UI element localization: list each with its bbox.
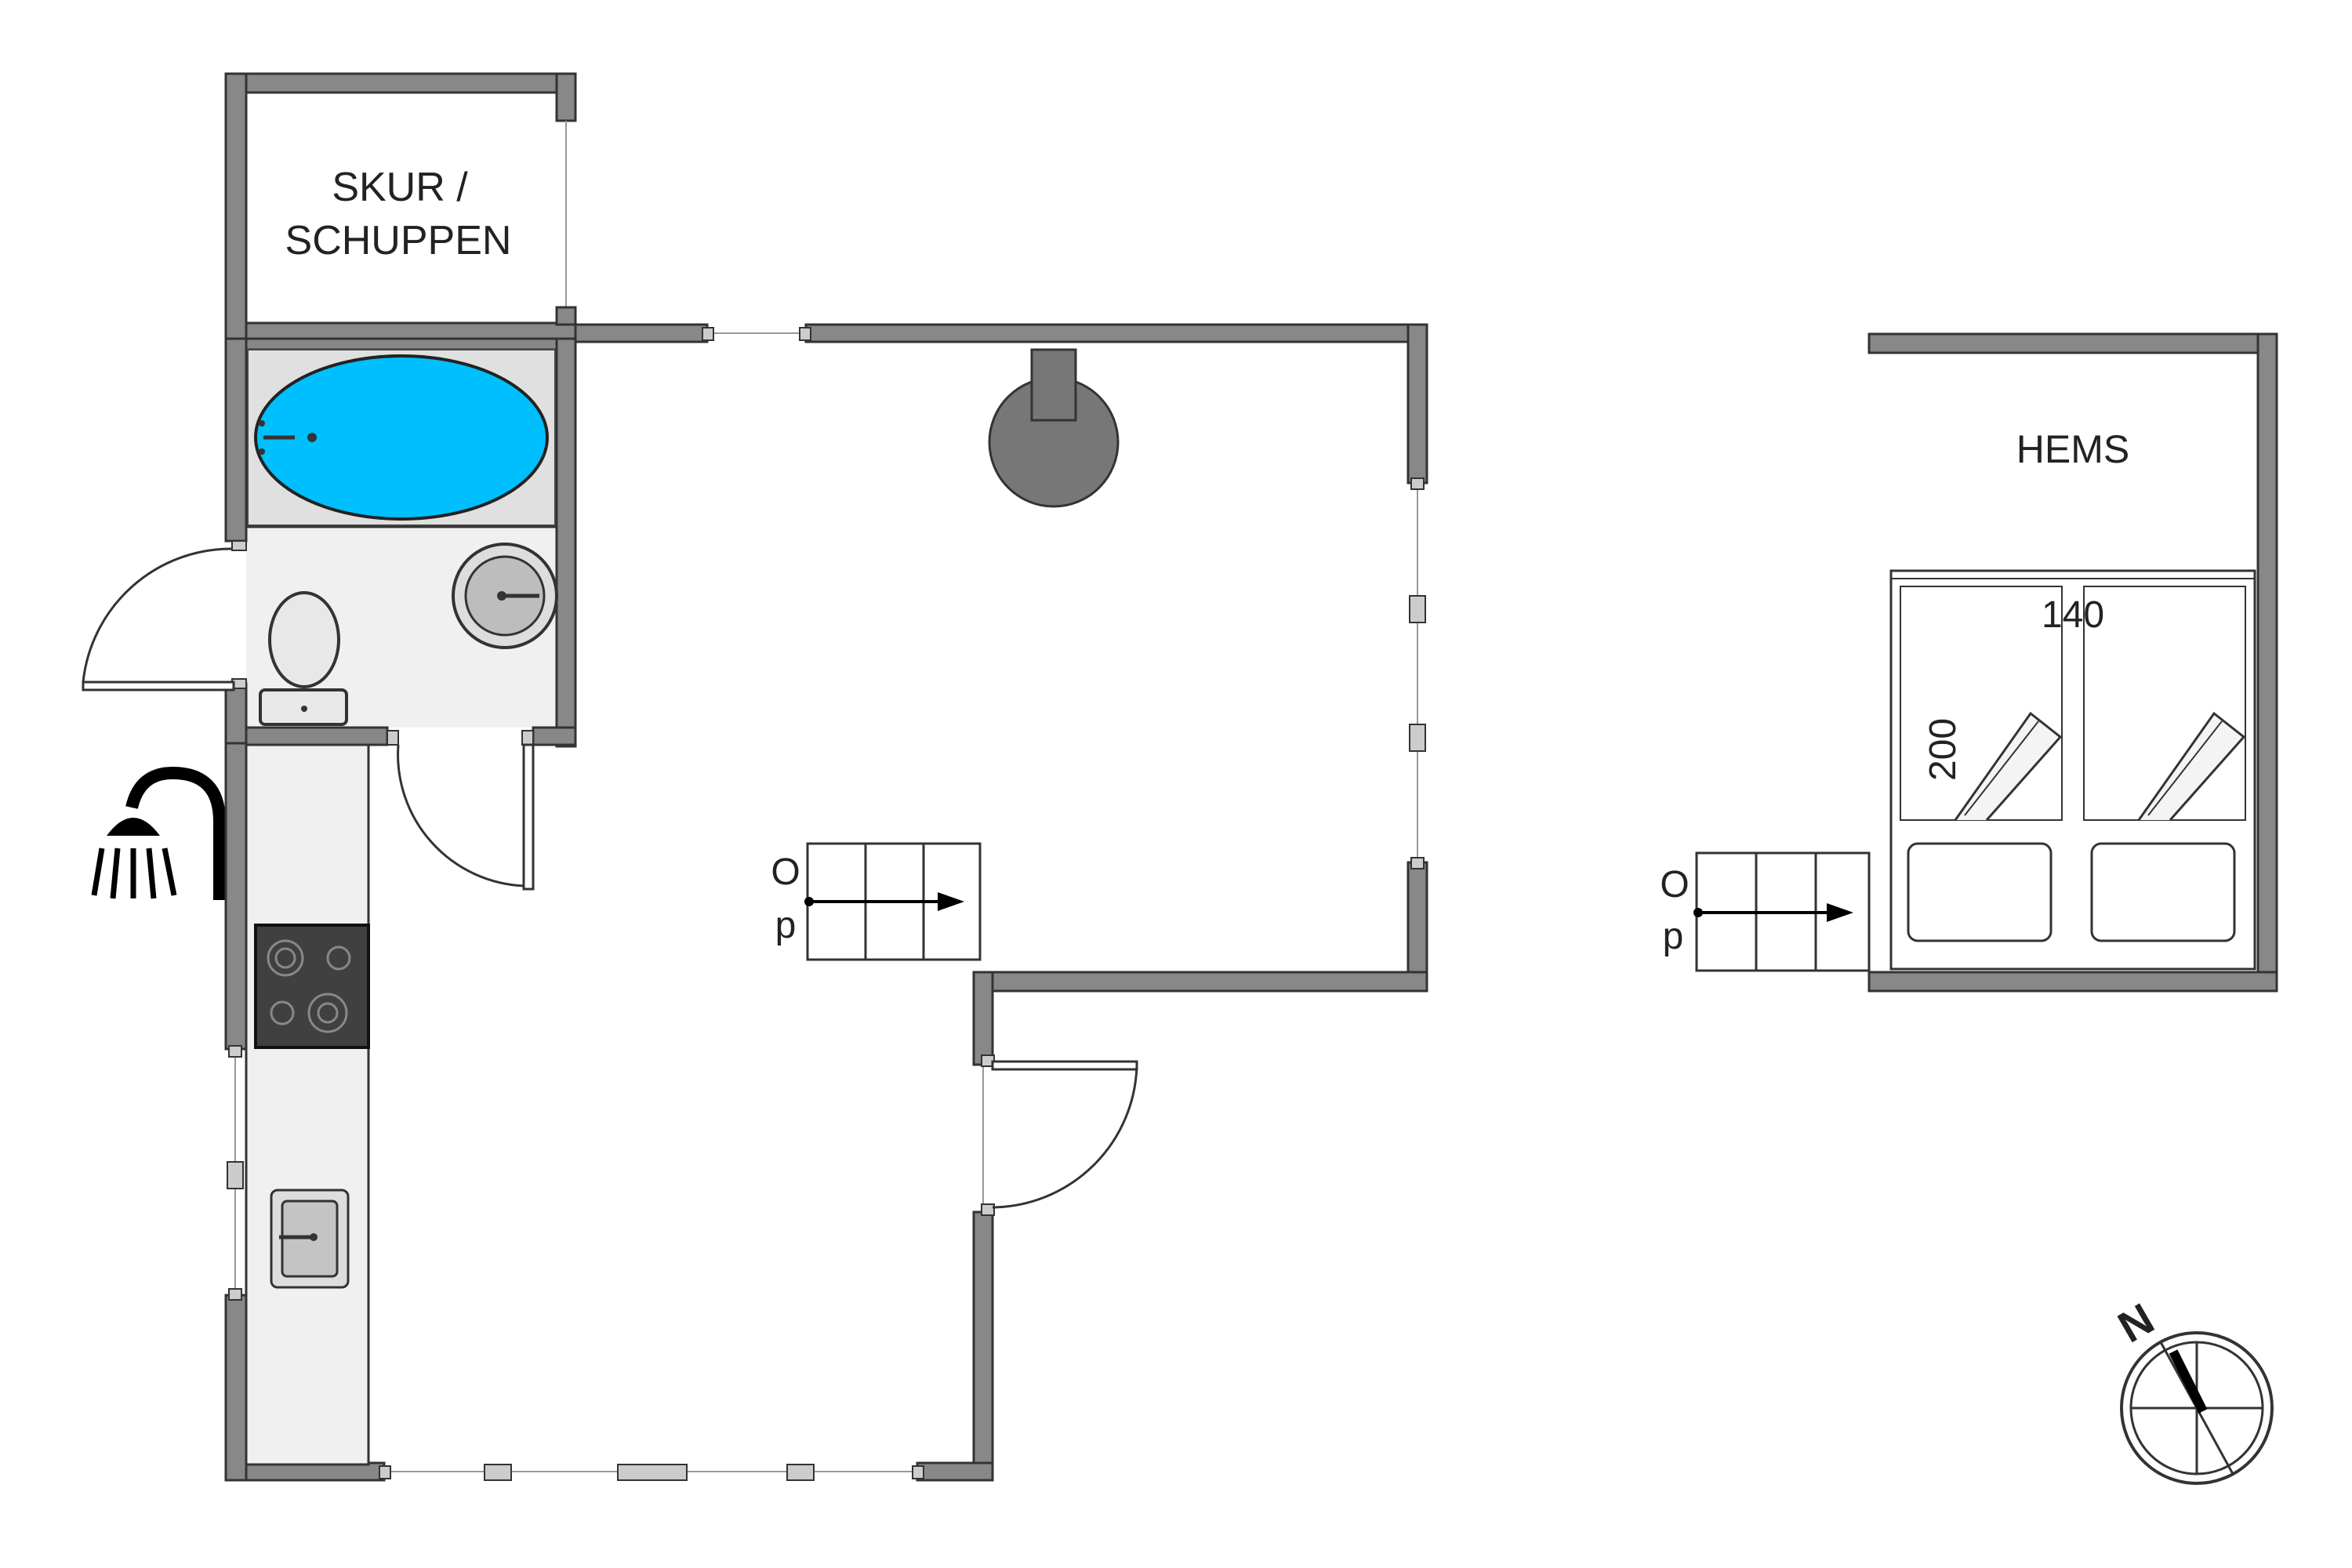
sink-icon <box>452 543 558 649</box>
shower-icon <box>91 766 226 900</box>
compass-icon: N <box>2110 1294 2274 1485</box>
door-icon[interactable] <box>387 730 535 891</box>
staircase-icon: O p <box>771 842 982 961</box>
shed-wall-right <box>555 72 577 122</box>
pillow-icon <box>2090 842 2236 942</box>
bathroom-wall-left-upper <box>224 337 248 543</box>
bed-length-label: 200 <box>1922 718 1964 781</box>
stairs-main-label-bottom: p <box>775 905 797 946</box>
wall-right-upper <box>1406 323 1428 485</box>
wall-step-vertical-lower <box>972 1210 994 1482</box>
kitchen-counter <box>245 743 370 1466</box>
bathroom-wall-top <box>224 337 577 351</box>
shed-label-line2: SCHUPPEN <box>285 218 512 263</box>
bathroom-wall-right <box>555 337 577 748</box>
stairs-main-label-top: O <box>771 851 800 893</box>
stove-hob-icon <box>267 939 351 1033</box>
shed-door-jamb <box>555 306 577 326</box>
wood-stove <box>988 348 1120 508</box>
shed-label-line1: SKUR / <box>332 165 468 210</box>
wall-step-horizontal <box>972 971 1428 993</box>
door-icon[interactable] <box>82 540 247 691</box>
shed-wall-top <box>224 72 577 94</box>
bathroom-wall-bottom-right <box>532 726 577 746</box>
stove-icon <box>254 924 370 1049</box>
pillow-icon <box>1907 842 2053 942</box>
wall-left-kitchen-upper <box>224 742 248 1051</box>
bed-width-label: 140 <box>2042 594 2104 636</box>
window-mullions <box>227 327 1426 1481</box>
loft-label: HEMS <box>2016 427 2129 471</box>
loft-wall-right <box>2256 332 2278 993</box>
loft-wall-bottom <box>1867 971 2278 993</box>
bed-icon: 140 200 <box>1889 569 2256 971</box>
wall-right-lower <box>1406 861 1428 993</box>
shed-wall-left <box>224 72 248 342</box>
staircase-icon: O p <box>1660 851 1871 972</box>
door-icon[interactable] <box>981 1054 1138 1216</box>
bathroom-wall-bottom-left <box>245 726 389 746</box>
bathtub-icon <box>247 349 556 526</box>
stairs-loft-label-bottom: p <box>1663 916 1684 957</box>
kitchen-counter-surface <box>245 743 370 1466</box>
loft-area: HEMS 140 200 O p <box>1660 332 2278 993</box>
toilet-icon <box>259 591 348 726</box>
wall-left-kitchen-lower <box>224 1294 248 1482</box>
wall-bottom-right <box>916 1461 994 1482</box>
wall-top-left <box>574 323 709 343</box>
kitchen-sink-icon <box>270 1189 350 1289</box>
stairs-loft-label-top: O <box>1660 864 1689 906</box>
shed-room: SKUR / SCHUPPEN <box>224 72 577 342</box>
shed-wall-bottom <box>245 321 577 340</box>
loft-wall-top <box>1867 332 2278 354</box>
wall-top-main <box>804 323 1428 343</box>
compass-north-label: N <box>2110 1294 2162 1352</box>
wall-step-vertical-upper <box>972 971 994 1066</box>
